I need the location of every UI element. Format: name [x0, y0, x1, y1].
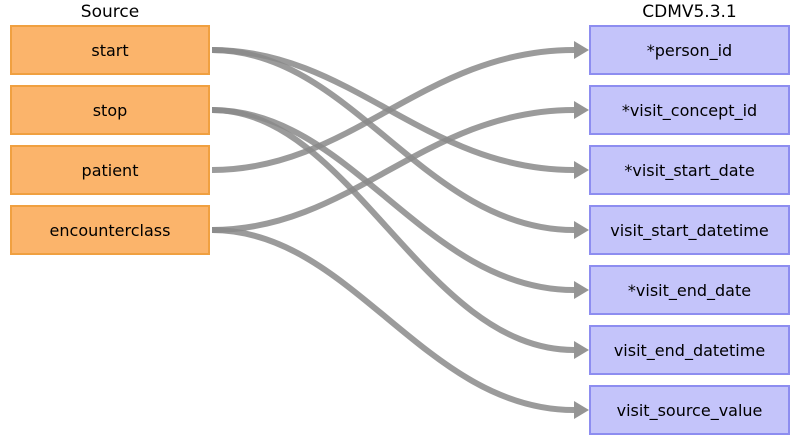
source-field-start: start — [10, 25, 210, 75]
source-field-stop: stop — [10, 85, 210, 135]
arrowhead-visit-end-date — [574, 281, 589, 299]
mapping-arrow-encounterclass-to-visit-source-value — [211, 227, 575, 413]
target-heading: CDMV5.3.1 — [642, 2, 737, 22]
source-field-encounterclass: encounterclass — [10, 205, 210, 255]
target-field-visit-end-datetime: visit_end_datetime — [589, 325, 790, 375]
mapping-arrow-stop-to-visit-end-date — [211, 107, 575, 293]
target-field-visit-end-date: *visit_end_date — [589, 265, 790, 315]
target-field-visit-source-value: visit_source_value — [589, 385, 790, 435]
mapping-arrow-patient-to-person-id — [211, 47, 575, 173]
source-heading: Source — [80, 2, 140, 22]
arrowhead-visit-end-datetime — [574, 341, 589, 359]
source-field-patient: patient — [10, 145, 210, 195]
target-field-person-id: *person_id — [589, 25, 790, 75]
arrowhead-visit-start-datetime — [574, 221, 589, 239]
mapping-arrow-encounterclass-to-visit-concept-id — [211, 107, 575, 233]
arrowhead-visit-concept-id — [574, 101, 589, 119]
mapping-arrow-stop-to-visit-end-datetime — [211, 107, 575, 353]
target-field-visit-concept-id: *visit_concept_id — [589, 85, 790, 135]
arrowhead-visit-source-value — [574, 401, 589, 419]
arrowhead-visit-start-date — [574, 161, 589, 179]
target-field-visit-start-datetime: visit_start_datetime — [589, 205, 790, 255]
mapping-arrow-start-to-visit-start-datetime — [211, 47, 575, 233]
arrowhead-person-id — [574, 41, 589, 59]
target-field-visit-start-date: *visit_start_date — [589, 145, 790, 195]
